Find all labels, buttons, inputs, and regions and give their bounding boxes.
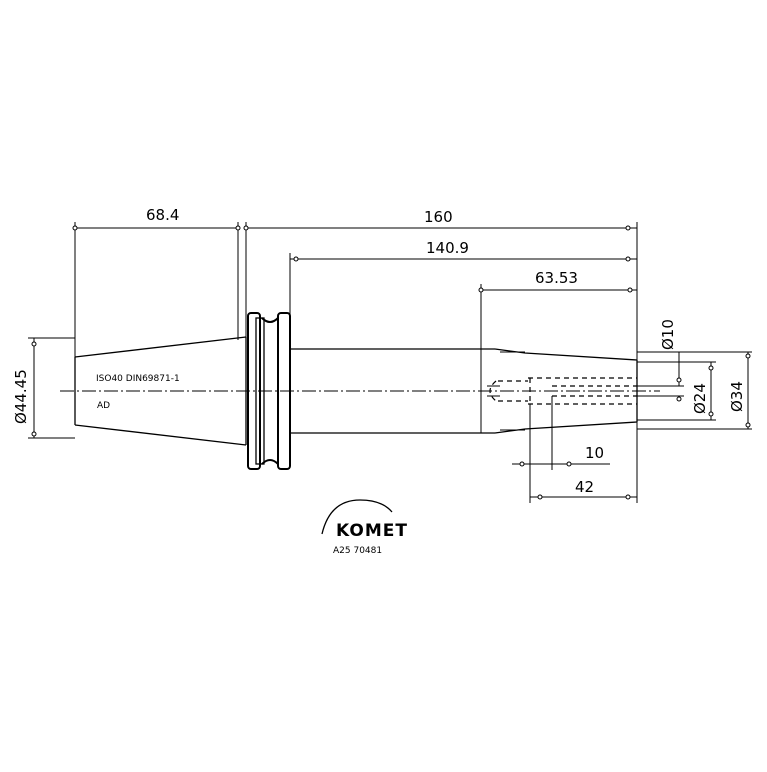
dim-dia-44-45-label: Ø44.45 <box>12 369 30 424</box>
dimension-dia-44-45 <box>28 337 75 439</box>
dimension-63-53 <box>478 284 637 433</box>
part-number-text: A25 70481 <box>333 546 382 556</box>
dim-dia-10-label: Ø10 <box>659 319 677 350</box>
dimension-10 <box>512 396 610 470</box>
dim-42-label: 42 <box>575 478 594 496</box>
dim-68-4-label: 68.4 <box>146 206 179 224</box>
dimension-160 <box>243 222 638 360</box>
internal-bore <box>487 377 637 405</box>
flange-collar <box>247 312 291 470</box>
taper-form-text: AD <box>97 401 110 411</box>
dim-dia-24-label: Ø24 <box>691 383 709 414</box>
logo-brand-text: KOMET <box>336 521 408 541</box>
dim-63-53-label: 63.53 <box>535 269 578 287</box>
dim-dia-34-label: Ø34 <box>728 381 746 412</box>
tool-body <box>290 348 638 434</box>
dimension-dia-24 <box>637 361 716 421</box>
dim-140-9-label: 140.9 <box>426 239 469 257</box>
dimension-dia-10 <box>637 352 684 402</box>
dim-160-label: 160 <box>424 208 453 226</box>
dim-10-label: 10 <box>585 444 604 462</box>
taper-shank <box>74 336 247 446</box>
komet-logo: KOMET <box>321 499 408 541</box>
dimension-dia-34 <box>637 351 752 430</box>
dimension-42 <box>529 404 638 503</box>
taper-spec-text: ISO40 DIN69871-1 <box>96 374 180 384</box>
dimension-140-9 <box>289 253 637 349</box>
dimension-68-4 <box>72 222 241 357</box>
